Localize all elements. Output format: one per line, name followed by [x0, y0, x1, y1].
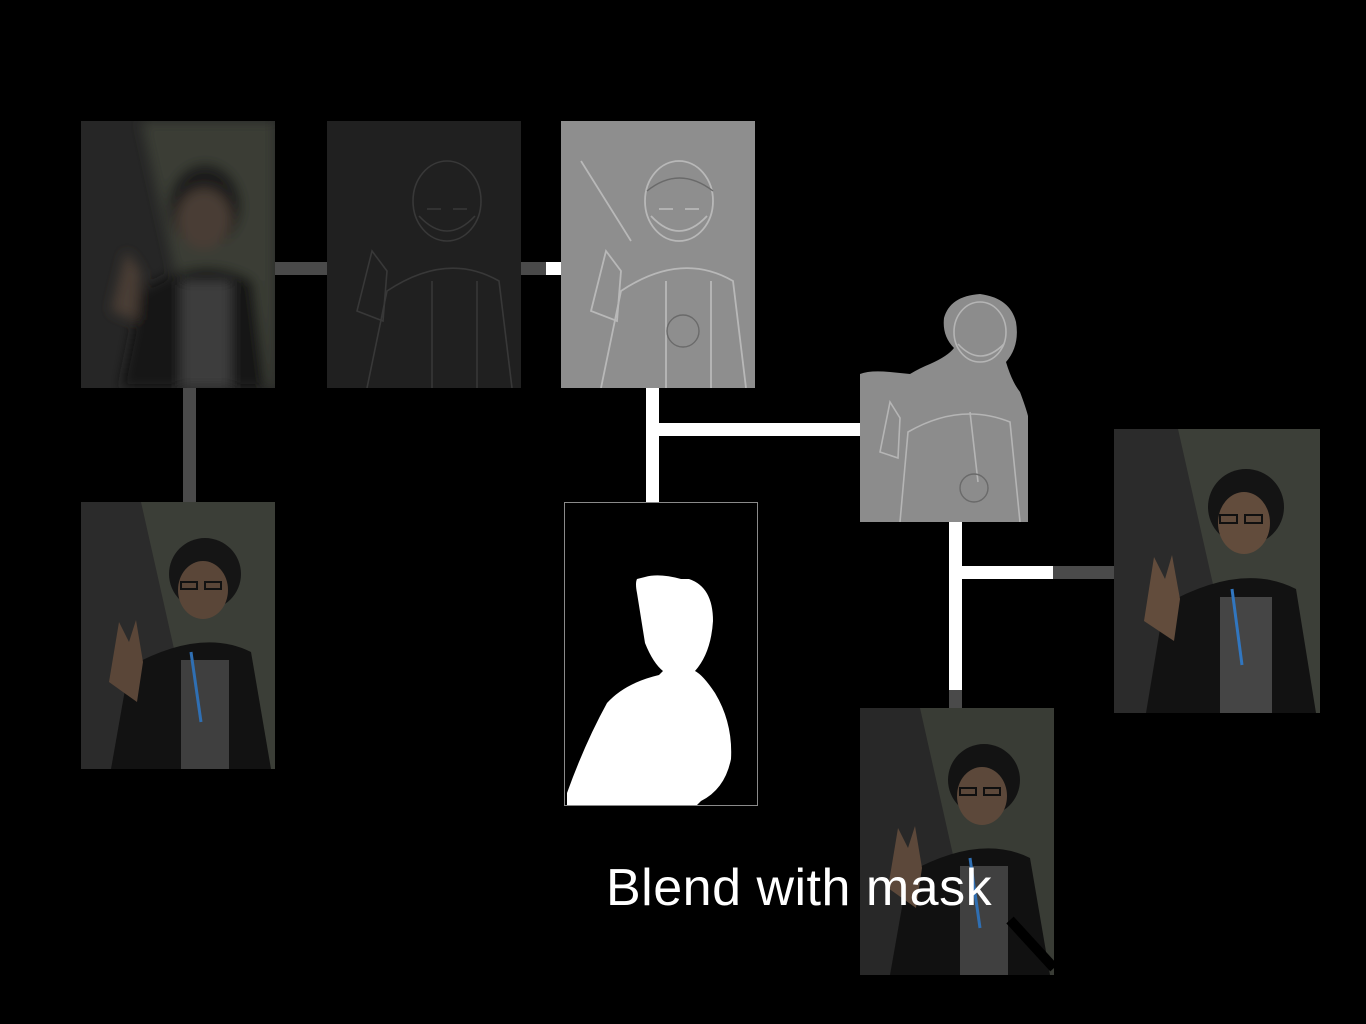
- blurred-photo-image: [81, 121, 275, 388]
- connector-to-result-active: [960, 566, 1053, 579]
- difference-photo-image: [327, 121, 521, 388]
- output-photo-image: [860, 708, 1054, 975]
- connector-masked-detail-down-inactive: [949, 690, 962, 708]
- output-photo-node: [860, 708, 1054, 975]
- connector-to-masked-detail: [658, 423, 863, 436]
- connector-to-result-inactive: [1053, 566, 1115, 579]
- amplified-detail-image: [561, 121, 755, 388]
- result-photo-image: [1114, 429, 1320, 713]
- mask-node: [564, 502, 758, 806]
- masked-detail-node: [860, 292, 1028, 522]
- masked-detail-image: [860, 294, 1028, 522]
- connector-difference-to-amplified: [520, 262, 548, 275]
- amplified-detail-node: [561, 121, 755, 388]
- difference-photo-node: [327, 121, 521, 388]
- original-photo-node: [81, 502, 275, 769]
- blurred-photo-node: [81, 121, 275, 388]
- mask-image: [565, 503, 757, 805]
- result-photo-node: [1114, 429, 1320, 713]
- connector-amplified-down: [646, 388, 659, 502]
- slide-caption: Blend with mask: [606, 859, 993, 917]
- connector-difference-to-amplified-active: [546, 262, 562, 275]
- connector-original-to-blur: [183, 388, 196, 502]
- connector-masked-detail-down: [949, 520, 962, 690]
- connector-blur-to-difference: [274, 262, 328, 275]
- original-photo-image: [81, 502, 275, 769]
